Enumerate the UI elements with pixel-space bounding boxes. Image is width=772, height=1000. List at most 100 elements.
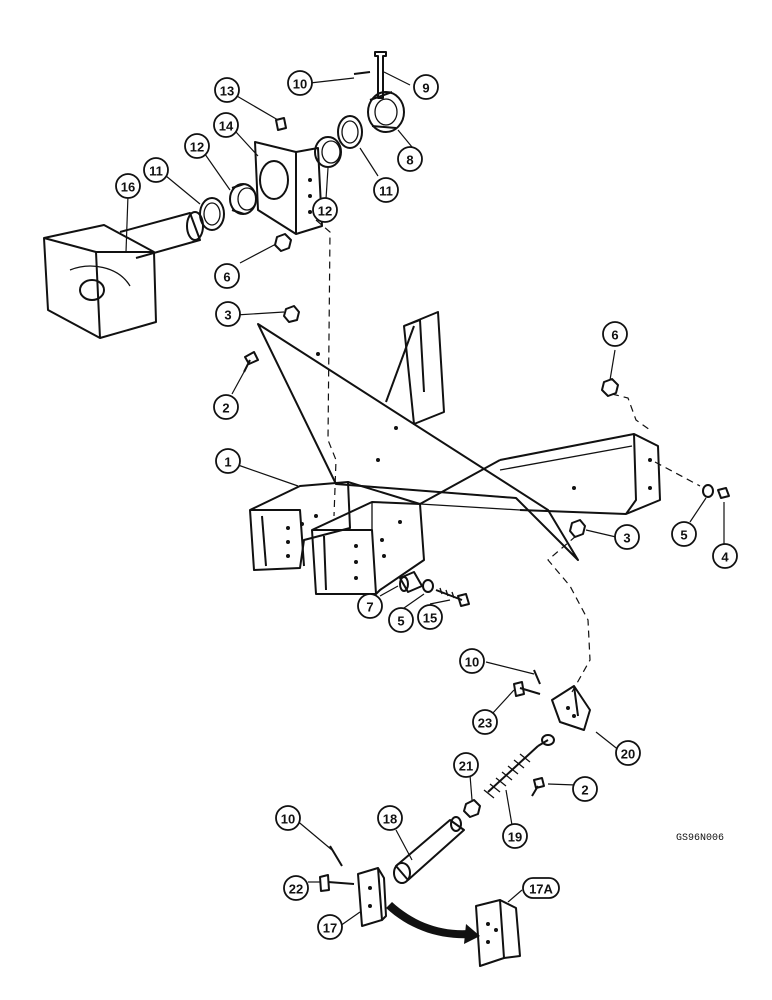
- callout-balloon: [459, 648, 485, 674]
- callout-22: 22: [283, 875, 309, 901]
- callout-number: 18: [383, 812, 397, 827]
- callout-number: 17A: [529, 882, 553, 897]
- callout-number: 10: [281, 812, 295, 827]
- callout-10: 10: [275, 805, 301, 831]
- part-21-nut: [463, 799, 481, 818]
- callout-number: 2: [222, 401, 229, 416]
- callout-number: 2: [581, 783, 588, 798]
- part-23-clevis-pin: [513, 681, 541, 697]
- callout-number: 8: [406, 153, 413, 168]
- part-12-bushing-right: [314, 136, 342, 168]
- callout-balloon: [614, 524, 640, 550]
- callout-number: 10: [293, 77, 307, 92]
- callout-number: 10: [465, 655, 479, 670]
- part-2-bolt-lower: [531, 777, 545, 797]
- callout-7: 7: [357, 593, 383, 619]
- callout-21: 21: [453, 752, 479, 778]
- part-12-bushing-left: [229, 183, 257, 215]
- part-3-nut-upper: [283, 305, 300, 323]
- part-22-pin: [319, 874, 355, 892]
- callout-2: 2: [213, 394, 239, 420]
- callout-balloon: [572, 776, 598, 802]
- callout-18: 18: [377, 805, 403, 831]
- callout-number: 6: [611, 328, 618, 343]
- part-9-pin: [374, 51, 387, 99]
- part-10-cotter-pin-mid: [533, 669, 541, 685]
- callout-number: 14: [219, 119, 234, 134]
- callout-balloon: [373, 177, 399, 203]
- part-11-washer-right: [337, 115, 363, 149]
- callout-8: 8: [397, 146, 423, 172]
- part-3-nut-right: [569, 519, 586, 538]
- callout-balloon: [502, 823, 528, 849]
- callout-number: 7: [366, 600, 373, 615]
- part-20-bracket: [551, 685, 591, 731]
- callout-10: 10: [287, 70, 313, 96]
- callout-12: 12: [312, 197, 338, 223]
- callout-1: 1: [215, 448, 241, 474]
- callout-balloon: [357, 593, 383, 619]
- callout-4: 4: [712, 543, 738, 569]
- callout-11: 11: [143, 157, 169, 183]
- callout-number: 22: [289, 882, 303, 897]
- callout-number: 15: [423, 611, 437, 626]
- callout-balloon: [522, 877, 560, 899]
- callout-6: 6: [214, 263, 240, 289]
- part-2-bolt-upper: [243, 351, 259, 373]
- part-4-bolt-right: [717, 487, 730, 499]
- callout-number: 11: [149, 164, 163, 179]
- callout-11: 11: [373, 177, 399, 203]
- callout-balloon: [671, 521, 697, 547]
- callout-2: 2: [572, 776, 598, 802]
- callout-15: 15: [417, 604, 443, 630]
- callout-19: 19: [502, 823, 528, 849]
- callout-number: 23: [478, 716, 492, 731]
- callout-balloon: [712, 543, 738, 569]
- callout-number: 3: [623, 531, 630, 546]
- callout-balloon: [115, 173, 141, 199]
- part-16-hitch-bracket: [43, 211, 204, 339]
- callout-number: 17: [323, 921, 337, 936]
- callout-number: 11: [379, 184, 393, 199]
- figure-code: GS96N006: [676, 833, 724, 844]
- part-11-washer-left: [199, 197, 225, 231]
- part-5-washer-right: [702, 484, 714, 498]
- callout-number: 16: [121, 180, 135, 195]
- callout-17A: 17A: [522, 877, 560, 899]
- part-5-washer-lower: [422, 579, 434, 593]
- callout-12: 12: [184, 133, 210, 159]
- callout-number: 12: [190, 140, 204, 155]
- callout-number: 4: [721, 550, 729, 565]
- callout-number: 3: [224, 308, 231, 323]
- callout-number: 1: [224, 455, 231, 470]
- callout-3: 3: [215, 301, 241, 327]
- callout-number: 19: [508, 830, 522, 845]
- part-6-nut-right: [601, 378, 619, 397]
- part-8-collar: [367, 91, 405, 133]
- leader-lines: [125, 71, 725, 927]
- callout-number: 5: [397, 614, 404, 629]
- part-18-adjuster-tube: [393, 816, 465, 884]
- callout-number: 20: [621, 747, 635, 762]
- callout-balloon: [213, 394, 239, 420]
- callout-balloon: [453, 752, 479, 778]
- callout-number: 12: [318, 204, 332, 219]
- callout-number: 13: [220, 84, 234, 99]
- callout-number: 21: [459, 759, 473, 774]
- callout-balloon: [275, 805, 301, 831]
- part-17A-bracket: [475, 899, 521, 967]
- callout-5: 5: [671, 521, 697, 547]
- callout-balloon: [417, 604, 443, 630]
- callout-balloon: [283, 875, 309, 901]
- callout-3: 3: [614, 524, 640, 550]
- callout-balloon: [213, 112, 239, 138]
- callout-balloon: [317, 914, 343, 940]
- callout-labels: 122334556678910101011111212131415161717A…: [115, 70, 738, 940]
- part-6-nut-upper: [274, 233, 292, 252]
- callout-10: 10: [459, 648, 485, 674]
- part-10-cotter-pin-top: [353, 71, 371, 75]
- callout-13: 13: [214, 77, 240, 103]
- part-17-bracket: [357, 867, 387, 927]
- callout-balloon: [397, 146, 423, 172]
